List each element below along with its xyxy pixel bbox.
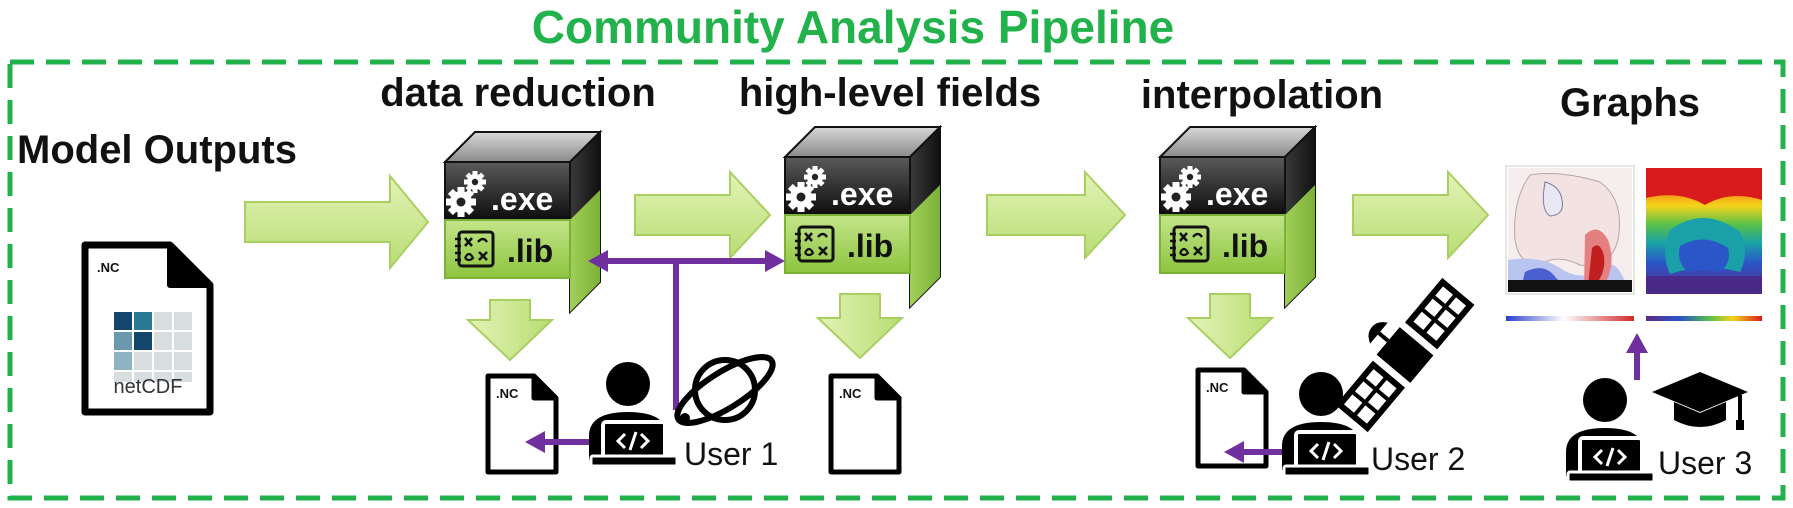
flow-arrow-right — [634, 169, 772, 261]
netcdf-caption: netCDF — [114, 376, 183, 398]
output-file-tag: .NC — [839, 386, 862, 401]
flow-arrow-right — [1352, 169, 1490, 261]
graduation-cap-icon — [1652, 372, 1748, 430]
flow-arrow-right — [244, 173, 430, 271]
person-laptop-icon — [587, 360, 679, 468]
netcdf-grid-icon — [114, 312, 192, 382]
heatmap-graph-icon — [1646, 168, 1762, 321]
output-file-icon: .NC — [488, 376, 556, 472]
user-label-3: User 3 — [1658, 445, 1752, 481]
output-arrows — [465, 293, 1275, 362]
stage-box-interpolation: .exe .lib — [1157, 124, 1318, 310]
stage-label-high-level-fields: high-level fields — [739, 71, 1041, 115]
user-label-2: User 2 — [1371, 441, 1465, 477]
stage-label-interpolation: interpolation — [1141, 73, 1383, 117]
output-file-tag: .NC — [496, 386, 519, 401]
netcdf-file-tag: .NC — [97, 260, 120, 275]
stage-label-graphs: Graphs — [1560, 81, 1700, 125]
satellite-icon — [1335, 277, 1475, 433]
output-arrow-down — [815, 293, 905, 360]
stage-box-data-reduction: .exe .lib — [442, 129, 603, 315]
exe-label: .exe — [491, 181, 553, 217]
planet-icon — [674, 354, 776, 426]
netcdf-file-icon: .NC netCDF — [81, 241, 214, 416]
graph-panels — [1505, 165, 1762, 321]
stage-box-high-level-fields: .exe .lib — [782, 124, 943, 310]
person-laptop-icon — [1564, 376, 1656, 484]
output-arrow-down — [1185, 293, 1275, 360]
user-file-arrows — [525, 333, 1648, 463]
flow-arrows — [244, 169, 1490, 271]
diagram-title: Community Analysis Pipeline — [532, 1, 1174, 53]
contour-graph-icon — [1505, 165, 1635, 321]
output-arrow-down — [465, 299, 555, 362]
user-label-1: User 1 — [684, 436, 778, 472]
lib-label: .lib — [507, 233, 553, 269]
flow-arrow-right — [986, 169, 1127, 261]
user1-connector — [588, 250, 785, 410]
pipeline-border — [7, 59, 1786, 501]
exe-label: .exe — [1206, 176, 1268, 212]
model-outputs-label: Model Outputs — [17, 128, 297, 172]
lib-label: .lib — [1222, 228, 1268, 264]
stage-label-data-reduction: data reduction — [380, 71, 656, 115]
output-file-icon: .NC — [831, 376, 899, 472]
exe-label: .exe — [831, 176, 893, 212]
output-file-tag: .NC — [1206, 380, 1229, 395]
lib-label: .lib — [847, 228, 893, 264]
output-file-icon: .NC — [1198, 370, 1266, 466]
